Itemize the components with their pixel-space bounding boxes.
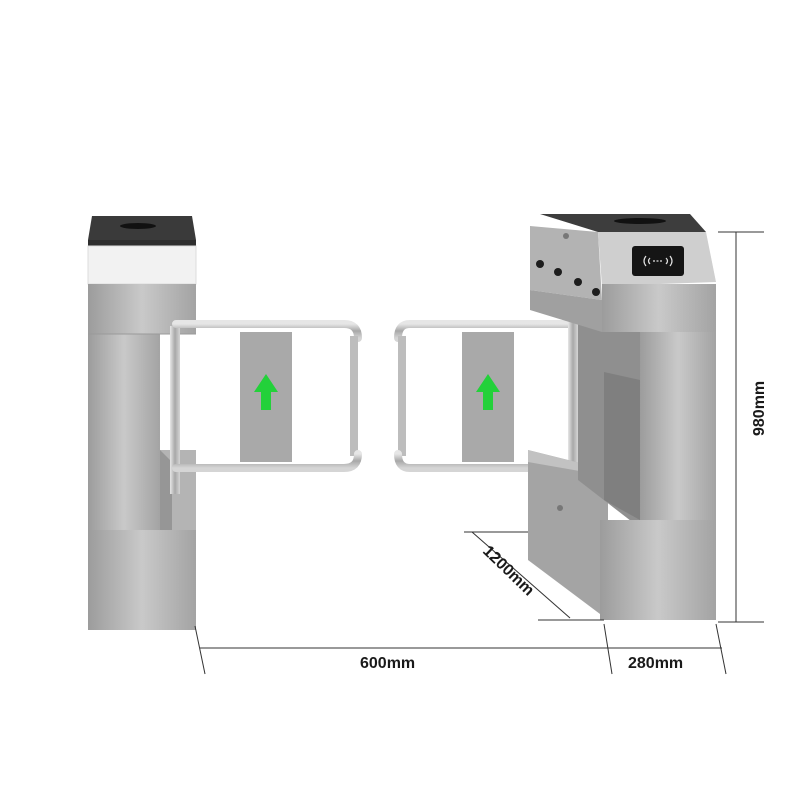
right-side-body xyxy=(528,450,608,620)
left-cap-hole xyxy=(120,223,156,229)
right-head-side xyxy=(530,226,602,300)
left-swing-gate xyxy=(170,320,362,494)
left-recess-shadow xyxy=(160,450,172,530)
left-cabinet xyxy=(87,216,197,630)
up-arrow-icon xyxy=(476,374,500,410)
right-head-lower xyxy=(602,284,716,332)
right-cabinet xyxy=(528,214,716,620)
indicator-lights xyxy=(536,260,600,296)
nfc-wave-icon xyxy=(643,255,673,267)
right-cap-hole xyxy=(614,218,666,224)
right-gate-post xyxy=(568,318,578,490)
dimension-lines xyxy=(194,231,764,675)
depth-side-label: 280mm xyxy=(628,655,683,672)
left-body-lower xyxy=(88,530,196,630)
up-arrow-icon xyxy=(254,374,278,410)
height-label: 980mm xyxy=(751,381,768,436)
left-gate-post xyxy=(170,326,180,494)
left-gate-top-bar xyxy=(172,320,362,342)
right-gate-top-bar xyxy=(394,320,576,342)
right-swing-gate xyxy=(394,318,578,490)
left-white-band xyxy=(87,245,197,285)
left-cap-front xyxy=(88,240,196,246)
right-gate-bottom-bar xyxy=(394,450,576,472)
right-front-lower xyxy=(600,520,716,620)
left-gate-bottom-bar xyxy=(172,450,362,472)
width-label: 600mm xyxy=(360,655,415,672)
